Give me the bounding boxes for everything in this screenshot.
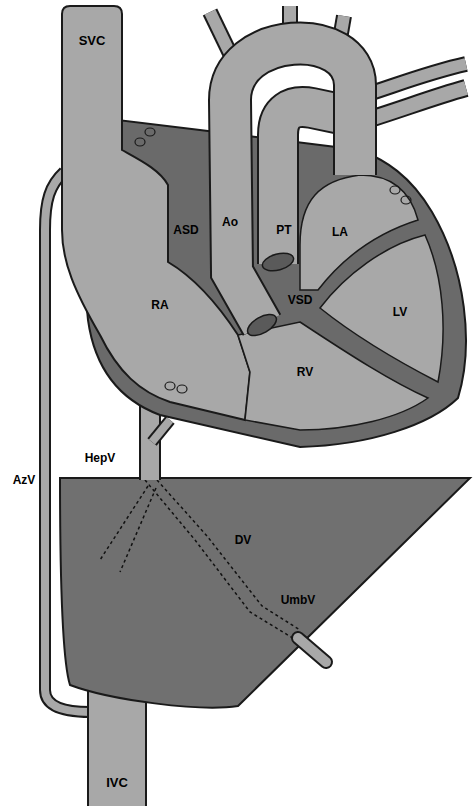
right-ventricle: [238, 322, 428, 430]
anatomy-label: LA: [332, 226, 348, 238]
anatomy-label: HepV: [85, 452, 116, 464]
aortic-valve: [244, 310, 280, 340]
anatomy-label: DV: [235, 534, 252, 546]
hepatic-vein-branch: [152, 420, 170, 442]
anatomy-label: VSD: [288, 294, 313, 306]
pulmonary-vessel: [362, 64, 466, 96]
aorta-fill: [230, 43, 355, 325]
pulmonary-vessel: [362, 64, 466, 96]
liver: [60, 478, 470, 708]
anatomy-label: Ao: [222, 216, 238, 228]
ductus-venosus: [157, 480, 300, 630]
aorta: [230, 43, 355, 325]
umbilical-vein: [298, 638, 326, 662]
orifice: [401, 196, 411, 204]
anatomy-label: RA: [151, 299, 168, 311]
hepatic-vein-branch: [152, 420, 170, 442]
anatomy-label: UmbV: [281, 594, 316, 606]
orifice: [165, 382, 175, 390]
orifice: [177, 385, 187, 393]
anatomy-label: PT: [276, 224, 291, 236]
orifice: [390, 186, 400, 194]
orifice: [145, 128, 155, 136]
anatomy-label: SVC: [79, 34, 106, 47]
inferior-vena-cava: [88, 690, 146, 806]
orifice: [135, 138, 145, 146]
ductus-venosus: [145, 480, 296, 640]
hepatic-branch: [120, 488, 156, 572]
umbilical-vein-fill: [298, 638, 326, 662]
pulmonary-valve: [260, 250, 295, 274]
anatomy-label: ASD: [173, 224, 198, 236]
anatomy-label: AzV: [13, 474, 36, 486]
anatomy-label: RV: [297, 366, 313, 378]
anatomy-label: IVC: [106, 776, 128, 789]
anatomy-label: LV: [393, 306, 407, 318]
